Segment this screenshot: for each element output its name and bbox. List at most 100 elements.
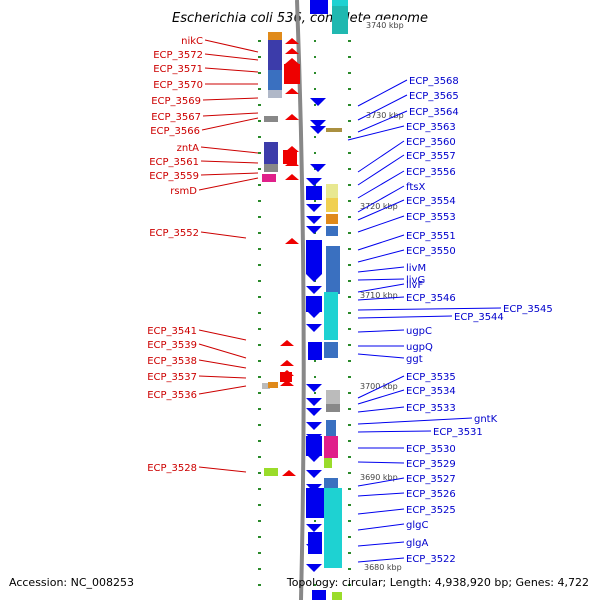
scale-tick <box>348 536 351 538</box>
scale-tick <box>348 136 351 138</box>
forward-gene-arrow <box>280 380 294 386</box>
feature-box <box>264 468 278 476</box>
scale-tick <box>258 536 261 538</box>
scale-tick <box>348 408 351 410</box>
reverse-gene-block <box>306 436 322 456</box>
scale-tick <box>258 312 261 314</box>
left-leader-line <box>198 466 247 473</box>
scale-tick <box>258 136 261 138</box>
forward-gene-arrow <box>285 114 299 120</box>
kbp-label-bg <box>358 472 400 483</box>
scale-tick <box>348 328 351 330</box>
kbp-label: 3690 kbp <box>360 473 398 482</box>
right-leader-line <box>357 389 405 405</box>
right-gene-label: ECP_3522 <box>406 554 456 565</box>
right-gene-label: glgA <box>406 538 428 549</box>
scale-tick <box>258 328 261 330</box>
feature-box <box>264 116 278 122</box>
feature-box <box>324 488 342 568</box>
feature-box <box>326 404 340 412</box>
scale-tick <box>258 296 261 298</box>
scale-tick <box>348 232 351 234</box>
reverse-gene-arrow <box>306 324 322 332</box>
scale-tick <box>314 72 316 74</box>
scale-tick <box>348 264 351 266</box>
kbp-label-bg <box>358 381 400 392</box>
right-leader-line <box>357 492 405 497</box>
scale-tick <box>258 248 261 250</box>
left-gene-label: rsmD <box>170 186 197 197</box>
left-leader-line <box>200 146 259 154</box>
left-gene-label: ECP_3572 <box>153 50 203 61</box>
right-leader-line <box>357 110 408 133</box>
scale-tick <box>314 376 316 378</box>
scale-tick <box>258 472 261 474</box>
left-gene-labels: nikCECP_3572ECP_3571ECP_3570ECP_3569ECP_… <box>147 36 259 474</box>
feature-box <box>264 164 278 172</box>
scale-tick <box>348 200 351 202</box>
scale-tick <box>348 216 351 218</box>
left-leader-line <box>200 231 247 239</box>
right-gene-label: ECP_3530 <box>406 444 456 455</box>
kbp-label-bg <box>364 20 406 31</box>
scale-tick <box>348 104 351 106</box>
right-gene-label: ECP_3554 <box>406 196 456 207</box>
feature-box <box>326 246 340 294</box>
feature-box <box>332 0 348 6</box>
scale-tick <box>314 88 316 90</box>
right-leader-line <box>357 249 405 263</box>
kbp-label: 3710 kbp <box>360 291 398 300</box>
right-leader-line <box>357 353 405 359</box>
left-leader-line <box>204 67 259 73</box>
scale-tick <box>348 56 351 58</box>
right-leader-line <box>357 266 405 273</box>
scale-tick <box>258 552 261 554</box>
scale-tick <box>258 152 261 154</box>
scale-tick <box>258 184 261 186</box>
right-gene-label: ECP_3531 <box>433 427 483 438</box>
reverse-gene-arrow <box>306 408 322 416</box>
reverse-gene-block <box>308 342 322 360</box>
right-leader-line <box>357 283 405 293</box>
right-gene-label: gntK <box>474 414 498 425</box>
right-leader-line <box>357 508 405 515</box>
left-gene-label: ECP_3559 <box>149 171 199 182</box>
scale-tick <box>314 200 316 202</box>
feature-box <box>326 420 336 438</box>
right-gene-label: ugpC <box>406 326 432 337</box>
left-gene-label: ECP_3536 <box>147 390 197 401</box>
right-gene-label: ECP_3545 <box>503 304 553 315</box>
kbp-label: 3720 kbp <box>360 202 398 211</box>
left-gene-label: ECP_3552 <box>149 228 199 239</box>
right-leader-line <box>357 154 405 186</box>
feature-box <box>326 128 342 132</box>
forward-gene-arrow <box>285 238 299 244</box>
right-gene-label: ECP_3563 <box>406 122 456 133</box>
left-gene-label: ECP_3571 <box>153 64 203 75</box>
left-leader-line <box>201 117 259 131</box>
kbp-label-bg <box>358 201 400 212</box>
scale-tick <box>258 72 261 74</box>
reverse-gene-arrow <box>306 422 322 430</box>
feature-box <box>324 342 338 358</box>
scale-tick <box>348 296 351 298</box>
scale-tick <box>348 456 351 458</box>
forward-gene-arrow <box>285 48 299 54</box>
feature-box <box>324 478 338 488</box>
reverse-gene-arrow <box>310 120 326 128</box>
right-leader-line <box>347 125 405 141</box>
scale-tick <box>348 184 351 186</box>
reverse-gene-arrow <box>306 204 322 212</box>
scale-tick <box>348 360 351 362</box>
scale-tick <box>348 312 351 314</box>
scale-tick <box>258 88 261 90</box>
reverse-gene-block <box>306 240 322 274</box>
kbp-label-bg <box>364 110 406 121</box>
genome-backbone <box>295 0 306 600</box>
left-leader-line <box>200 172 259 176</box>
left-leader-line <box>198 177 259 191</box>
right-gene-label: ECP_3551 <box>406 231 456 242</box>
right-leader-line <box>357 170 405 199</box>
scale-tick <box>348 40 351 42</box>
right-gene-label: livG <box>406 275 425 286</box>
